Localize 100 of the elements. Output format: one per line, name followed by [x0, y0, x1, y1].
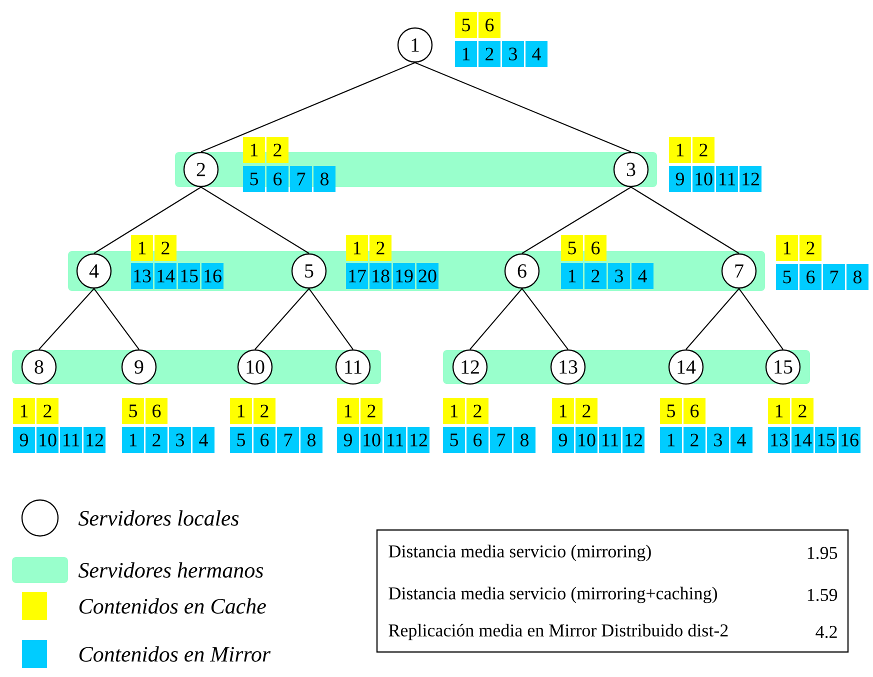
mirror-cell: 10	[36, 427, 58, 453]
mirror-cell: 10	[576, 427, 598, 453]
mirror-cell: 3	[707, 427, 729, 453]
mirror-cell: 9	[337, 427, 359, 453]
cache-cell: 1	[669, 137, 691, 163]
cache-cell: 2	[466, 398, 488, 424]
mirror-cell: 2	[146, 427, 168, 453]
mirror-cell: 7	[823, 264, 845, 290]
legend-label: Contenidos en Mirror	[79, 646, 271, 662]
cache-cell: 5	[122, 398, 144, 424]
mirror-cell: 5	[243, 166, 265, 192]
mirror-cell: 4	[632, 263, 654, 289]
mirror-cell: 13	[768, 427, 790, 453]
tree-link	[522, 186, 632, 254]
mirror-cell: 9	[552, 427, 574, 453]
cache-cell: 6	[684, 398, 706, 424]
mirror-cell: 2	[584, 263, 606, 289]
mirror-cell: 7	[290, 166, 312, 192]
mirror-cell: 2	[478, 41, 500, 67]
mirror-cell: 8	[846, 264, 868, 290]
mirror-cell: 11	[384, 427, 406, 453]
cache-cell: 2	[792, 398, 814, 424]
metric-label: Replicación media en Mirror Distribuido dist-2	[388, 624, 728, 640]
mirror-cell: 9	[13, 427, 35, 453]
mirror-cell: 6	[466, 427, 488, 453]
mirror-cell: 4	[526, 41, 548, 67]
tree-link	[522, 288, 568, 350]
mirror-cell: 4	[730, 427, 752, 453]
cache-cell: 2	[36, 398, 58, 424]
metric-value: 1.95	[808, 546, 838, 560]
metric-label: Distancia media servicio (mirroring)	[388, 544, 651, 562]
cache-cell: 1	[552, 398, 574, 424]
metric-value: 1.59	[808, 588, 838, 602]
mirror-cell: 11	[599, 427, 621, 453]
mirror-cell: 6	[266, 166, 288, 192]
mirror-cell: 14	[154, 263, 176, 289]
tree-link	[686, 288, 740, 350]
mirror-cell: 7	[277, 427, 299, 453]
mirror-cell: 2	[684, 427, 706, 453]
mirror-cell: 15	[178, 263, 200, 289]
metric-label: Distancia media servicio (mirroring+caching)	[388, 586, 717, 604]
tree-link	[200, 186, 310, 254]
tree-link	[738, 288, 784, 350]
mirror-cell: 8	[514, 427, 536, 453]
mirror-cell: 11	[716, 166, 738, 192]
mirror-cell: 10	[360, 427, 382, 453]
cache-cell: 6	[584, 235, 606, 261]
cache-cell: 1	[243, 137, 265, 163]
cache-cell: 1	[230, 398, 252, 424]
cache-cell: 1	[13, 398, 35, 424]
mirror-cell: 20	[416, 263, 438, 289]
cache-cell: 5	[455, 12, 477, 38]
mirror-cell: 16	[838, 427, 860, 453]
cache-cell: 2	[254, 398, 276, 424]
cache-cell: 1	[346, 235, 368, 261]
mirror-cell: 3	[502, 41, 524, 67]
mirror-cell: 15	[815, 427, 837, 453]
mirror-cell: 19	[393, 263, 415, 289]
tree-link	[200, 62, 416, 152]
mirror-cell: 14	[792, 427, 814, 453]
metric-value: 4.2	[816, 626, 837, 638]
mirror-cell: 6	[254, 427, 276, 453]
mirror-cell: 16	[202, 263, 224, 289]
tree-link	[308, 288, 354, 350]
cache-cell: 1	[337, 398, 359, 424]
cache-cell: 2	[154, 235, 176, 261]
cache-cell: 5	[561, 235, 583, 261]
mirror-cell: 12	[408, 427, 430, 453]
cache-cell: 2	[360, 398, 382, 424]
cache-cell: 2	[800, 235, 822, 261]
mirror-cell: 1	[455, 41, 477, 67]
mirror-cell: 12	[84, 427, 106, 453]
cache-cell: 5	[660, 398, 682, 424]
cache-cell: 2	[692, 137, 714, 163]
mirror-cell: 13	[131, 263, 153, 289]
cache-cell: 1	[131, 235, 153, 261]
legend-label: Servidores hermanos	[78, 562, 264, 578]
tree-link	[470, 288, 522, 350]
cache-cell: 6	[478, 12, 500, 38]
tree-link	[254, 288, 310, 350]
mirror-cell: 1	[122, 427, 144, 453]
mirror-cell: 11	[60, 427, 82, 453]
mirror-cell: 3	[169, 427, 191, 453]
tree-link	[414, 62, 632, 152]
mirror-cell: 7	[490, 427, 512, 453]
mirror-cell: 17	[346, 263, 368, 289]
mirror-cell: 12	[740, 166, 762, 192]
mirror-cell: 6	[800, 264, 822, 290]
tree-link	[38, 288, 94, 350]
cache-cell: 6	[146, 398, 168, 424]
mirror-cell: 1	[561, 263, 583, 289]
mirror-cell: 4	[192, 427, 214, 453]
mirror-cell: 5	[776, 264, 798, 290]
cache-cell: 2	[266, 137, 288, 163]
mirror-cell: 5	[230, 427, 252, 453]
mirror-cell: 5	[443, 427, 465, 453]
mirror-cell: 8	[314, 166, 336, 192]
mirror-cell: 18	[370, 263, 392, 289]
cache-cell: 2	[370, 235, 392, 261]
cache-cell: 1	[443, 398, 465, 424]
